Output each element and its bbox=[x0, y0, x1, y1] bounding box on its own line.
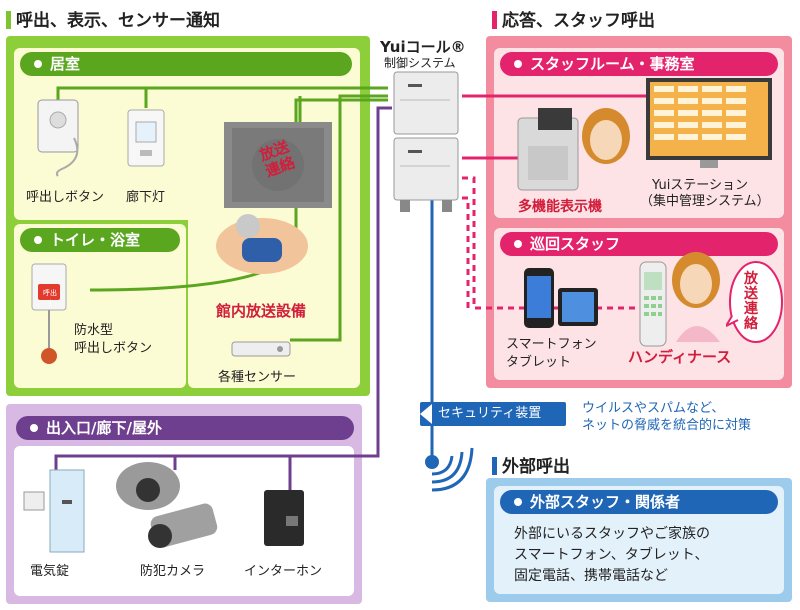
broadcast-label: 館内放送設備 bbox=[216, 302, 307, 320]
speaker-icon bbox=[224, 122, 332, 208]
call-button-label: 呼出しボタン bbox=[26, 190, 105, 205]
patrol-title: 巡回スタッフ bbox=[500, 232, 778, 256]
security-camera-icon bbox=[116, 462, 218, 548]
multi-phone-label: 多機能表示機 bbox=[518, 199, 602, 215]
security-note: ウイルスやスパムなど、 ネットの脅威を統合的に対策 bbox=[582, 401, 752, 433]
call-button-icon bbox=[37, 99, 79, 177]
waterproof-badge: 呼出す bbox=[43, 289, 57, 307]
patrol-nurse-icon bbox=[672, 252, 720, 342]
waterproof-button-icon bbox=[31, 263, 67, 364]
external-description: 外部にいるスタッフやご家族の スマートフォン、タブレット、 固定電話、携帯電話な… bbox=[514, 526, 710, 584]
security-camera-label: 防犯カメラ bbox=[140, 564, 206, 579]
corridor-light-icon bbox=[127, 109, 165, 167]
smartphone-tablet-label: スマートフォン タブレット bbox=[506, 337, 597, 370]
smartphone-tablet-icon bbox=[524, 268, 598, 328]
sensors-label: 各種センサー bbox=[218, 370, 297, 385]
section-title-external: 外部呼出 bbox=[492, 452, 570, 477]
yui-station-label: Yuiステーション bbox=[652, 178, 749, 193]
electric-lock-icon bbox=[23, 469, 85, 553]
handy-nurse-phone-icon bbox=[639, 261, 667, 347]
section-title-response: 応答、スタッフ呼出 bbox=[492, 6, 655, 31]
intercom-label: インターホン bbox=[244, 564, 323, 579]
brand-subtitle: 制御システム bbox=[384, 56, 456, 70]
multi-function-phone-icon bbox=[517, 108, 579, 191]
yui-station-sublabel: （集中管理システム） bbox=[640, 194, 770, 209]
staff-woman-icon bbox=[582, 108, 630, 164]
corridor-light-label: 廊下灯 bbox=[126, 190, 166, 205]
control-unit-icon bbox=[393, 71, 459, 212]
toilet-title: トイレ・浴室 bbox=[20, 228, 180, 252]
entrance-title: 出入口/廊下/屋外 bbox=[16, 416, 354, 440]
sensor-icon bbox=[231, 341, 291, 357]
external-title: 外部スタッフ・関係者 bbox=[500, 490, 778, 514]
resident-illustration bbox=[216, 214, 308, 274]
handy-nurse-label: ハンディナース bbox=[628, 348, 732, 366]
waterproof-button-label: 防水型 呼出しボタン bbox=[74, 323, 153, 356]
staff-room-title: スタッフルーム・事務室 bbox=[500, 52, 778, 76]
security-device-badge: セキュリティ装置 bbox=[420, 402, 566, 426]
wireless-icon bbox=[425, 447, 474, 492]
room-title: 居室 bbox=[20, 52, 352, 76]
brand-logo: Yuiコール® bbox=[380, 38, 466, 56]
intercom-icon bbox=[264, 490, 304, 546]
yui-station-monitor-icon bbox=[646, 78, 772, 168]
section-title-call-display: 呼出、表示、センサー通知 bbox=[6, 6, 220, 31]
electric-lock-label: 電気錠 bbox=[30, 564, 70, 579]
broadcast-bubble-icon bbox=[726, 261, 783, 343]
security-arrow-icon bbox=[420, 404, 432, 424]
patrol-bubble-label: 放送連絡 bbox=[744, 271, 758, 332]
